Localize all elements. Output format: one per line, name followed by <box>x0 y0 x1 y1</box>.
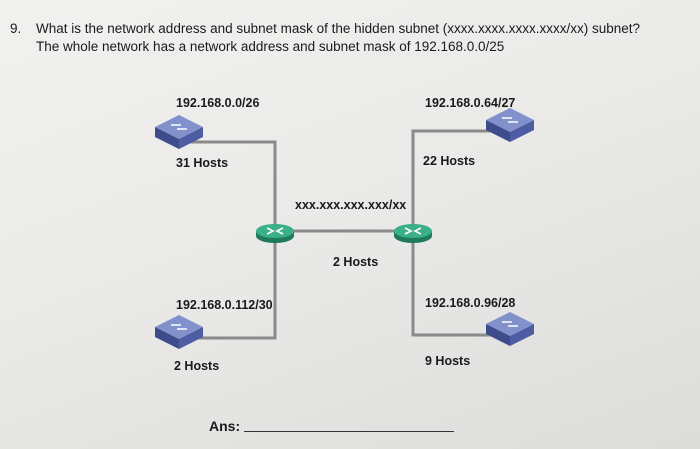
hidden-subnet-address: xxx.xxx.xxx.xxx/xx <box>295 198 407 212</box>
answer-label: Ans: <box>209 418 241 434</box>
switch-icon <box>486 312 534 346</box>
answer-blank[interactable] <box>244 431 454 432</box>
question-line-1: What is the network address and subnet m… <box>36 21 641 36</box>
switch-icon <box>155 315 203 349</box>
switch-icon <box>486 108 534 142</box>
link-top-left <box>190 140 277 226</box>
subnet-top-right-hosts: 22 Hosts <box>423 154 476 168</box>
link-bottom-left <box>185 236 277 340</box>
link-bottom-right <box>411 236 495 337</box>
question-line-2: The whole network has a network address … <box>36 39 505 54</box>
router-icon <box>394 224 432 243</box>
subnet-top-right-address: 192.168.0.64/27 <box>425 96 516 110</box>
link-top-right <box>411 129 495 226</box>
router-icon <box>256 224 294 243</box>
subnet-top-left-hosts: 31 Hosts <box>176 156 229 170</box>
switch-icon <box>155 115 203 149</box>
subnet-bottom-left-address: 192.168.0.112/30 <box>176 298 273 312</box>
subnet-bottom-left-hosts: 2 Hosts <box>174 359 220 373</box>
question-number: 9. <box>10 21 22 36</box>
subnet-bottom-right-hosts: 9 Hosts <box>425 354 471 368</box>
hidden-subnet-hosts: 2 Hosts <box>333 255 379 269</box>
subnet-bottom-right-address: 192.168.0.96/28 <box>425 296 516 310</box>
network-links <box>185 129 495 340</box>
subnet-top-left-address: 192.168.0.0/26 <box>176 96 260 110</box>
